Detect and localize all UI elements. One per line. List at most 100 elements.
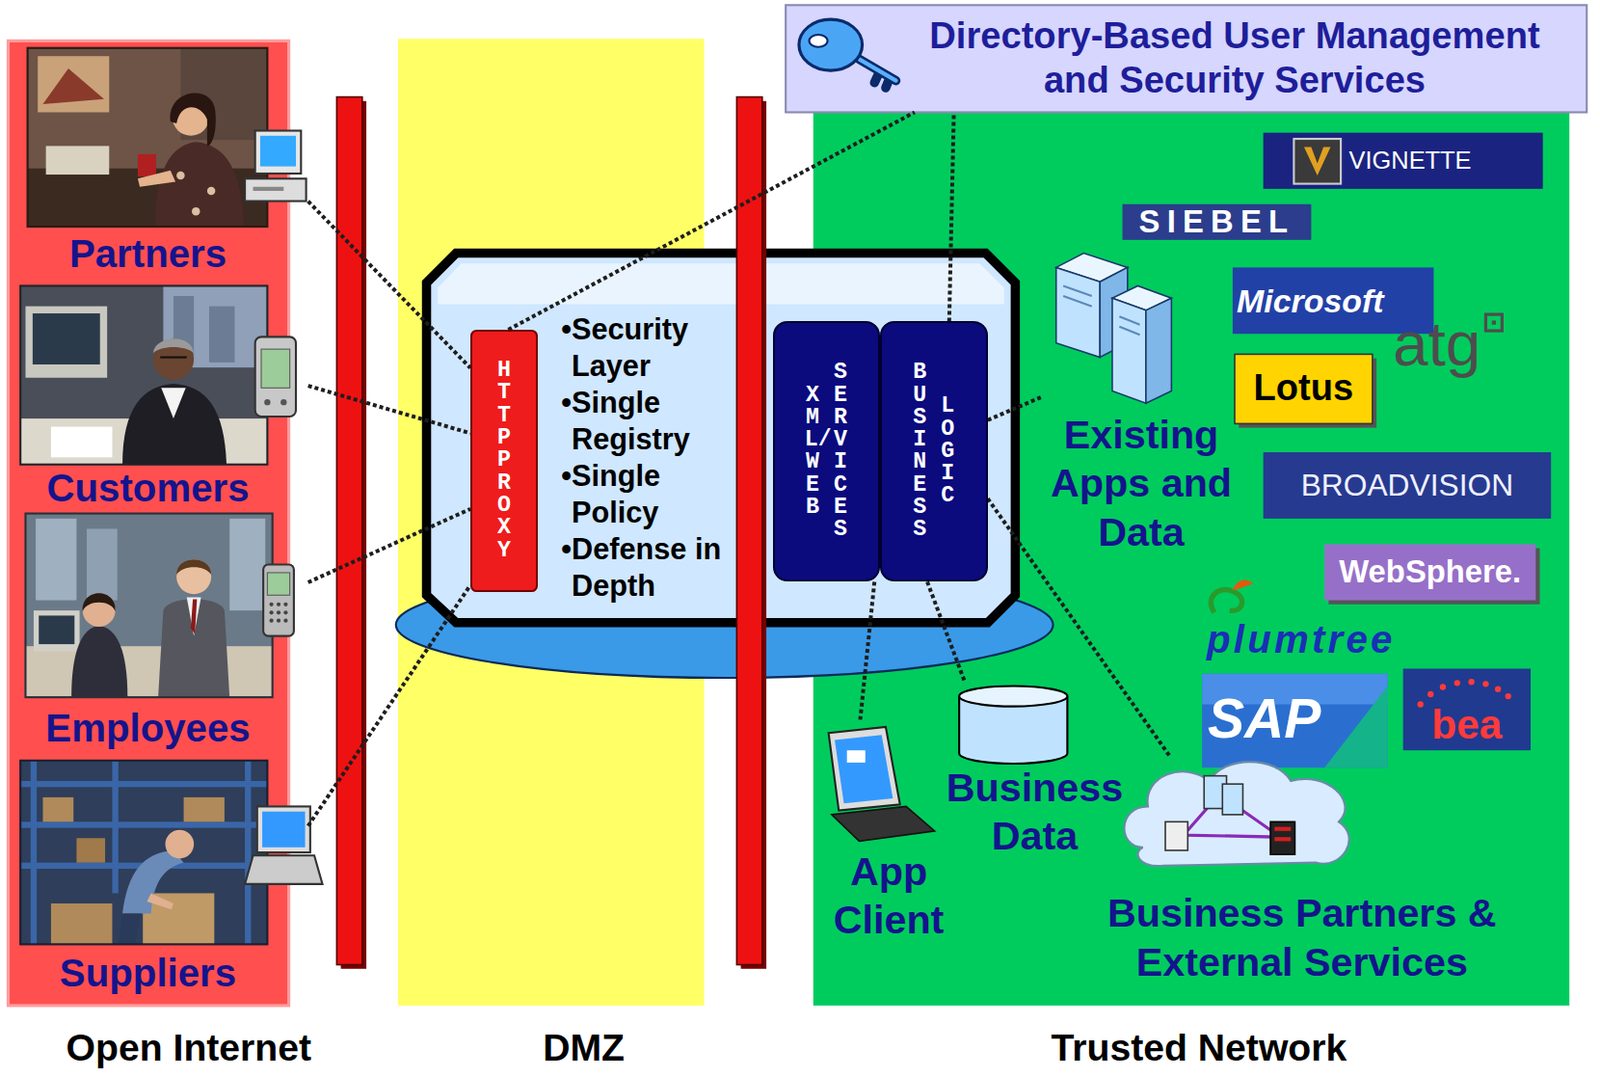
gateway-housing <box>437 263 1005 304</box>
customer-photo <box>153 338 194 353</box>
vendor-logo-background <box>1454 679 1461 686</box>
group-label: Suppliers <box>59 952 237 995</box>
partner-photo <box>37 55 109 112</box>
feature-bullet: •Security Layer <box>560 311 733 385</box>
server-icon <box>1146 297 1172 403</box>
server-icon <box>1056 266 1101 357</box>
mobile-phone-icon <box>283 610 288 614</box>
dotted-link <box>308 585 471 827</box>
mobile-phone-icon <box>268 602 273 607</box>
mobile-phone-icon <box>283 618 288 623</box>
desktop-computer-icon <box>253 186 285 191</box>
database-cylinder <box>959 685 1067 763</box>
customer-photo <box>32 313 101 365</box>
logo-slot: atg <box>1389 306 1484 383</box>
dotted-link <box>308 385 471 433</box>
supplier-photo <box>184 797 225 822</box>
supplier-photo <box>51 903 113 944</box>
supplier-photo <box>20 821 267 827</box>
logo-slot: VIGNETTE <box>1349 134 1540 188</box>
vendor-logo-background <box>1122 204 1312 240</box>
vendor-logo-background <box>1403 667 1531 750</box>
vendor-logo-background <box>1234 353 1373 424</box>
employee-photo <box>25 513 272 698</box>
laptop-icon <box>244 854 322 884</box>
mobile-phone-icon <box>283 602 288 607</box>
firewall-bar <box>336 97 362 965</box>
vendor-logo-background <box>1324 685 1388 768</box>
partner-photo <box>176 171 185 180</box>
key-icon <box>858 58 896 80</box>
key-icon <box>858 58 896 88</box>
employee-photo <box>190 598 197 634</box>
handheld-icon <box>264 399 270 405</box>
mobile-phone-icon <box>276 610 281 614</box>
supplier-photo <box>42 797 74 822</box>
supplier-photo <box>146 892 174 909</box>
laptop-icon <box>262 811 305 848</box>
partner-cloud <box>1270 821 1295 854</box>
partner-photo <box>137 154 157 177</box>
vendor-logo-background <box>1263 133 1544 189</box>
security-gateway: •Security Layer•Single Registry•Single P… <box>426 253 1016 623</box>
customer-photo <box>209 306 235 363</box>
mobile-phone-icon <box>276 602 281 607</box>
directory-panel <box>785 4 1587 112</box>
vendor-logo-background <box>1232 579 1254 590</box>
supplier-photo <box>20 780 267 787</box>
vendor-logo-text: atg <box>1392 309 1481 379</box>
vendor-logo-background <box>1467 678 1474 685</box>
desktop-computer-icon <box>244 178 307 201</box>
logic-column: BUSINESSLOGIC <box>880 320 988 582</box>
partner-cloud <box>1274 836 1291 841</box>
firewall-bar <box>736 97 762 965</box>
proxy-column: HTTP PROXY <box>470 329 538 592</box>
partner-cloud <box>1274 826 1291 831</box>
server-icon <box>1063 285 1140 335</box>
vendor-logo-text: WebSphere. <box>1338 554 1521 589</box>
client-laptop <box>828 726 935 842</box>
user-group: Suppliers <box>15 758 309 996</box>
vendor-logo-background <box>1293 138 1341 185</box>
feature-bullet: •Single Policy <box>560 457 733 532</box>
dotted-link <box>308 508 471 583</box>
logo-slot: bea <box>1403 701 1531 748</box>
vertical-label: HTTP PROXY <box>496 359 512 562</box>
employee-photo <box>229 518 266 611</box>
handheld-icon <box>255 336 296 417</box>
group-label: Partners <box>69 233 227 276</box>
supplier-photo <box>118 913 141 945</box>
supplier-photo <box>20 760 267 945</box>
vendor-logo-background <box>1494 685 1501 692</box>
supplier-photo <box>165 829 195 859</box>
employee-photo <box>25 645 272 697</box>
system-group: Existing Apps and Data <box>1040 249 1242 557</box>
logo-slot: WebSphere. <box>1324 543 1536 600</box>
partner-photo <box>27 48 268 227</box>
vendor-logo-text: bea <box>1431 702 1502 748</box>
logo-slot: Microsoft <box>1236 273 1392 330</box>
vendor-logo-background <box>1492 320 1496 324</box>
vendor-logo-background <box>1505 693 1512 699</box>
partner-photo <box>170 92 216 146</box>
employee-photo <box>86 528 118 600</box>
directory-service: Directory-Based User Management and Secu… <box>785 4 1587 112</box>
key-icon <box>799 19 863 71</box>
employee-photo <box>71 625 128 697</box>
directory-panel <box>785 4 1587 112</box>
partner-cloud <box>1123 761 1349 866</box>
employee-photo <box>38 614 75 644</box>
employee-photo <box>176 559 212 594</box>
client-laptop <box>831 805 935 841</box>
system-label: Business Partners & External Services <box>1097 888 1506 988</box>
vendor-logo-text: SIEBEL <box>1139 204 1296 240</box>
dotted-link <box>949 111 955 321</box>
dotted-link <box>859 581 875 720</box>
gateway-housing <box>426 253 1016 623</box>
key-icon <box>809 34 828 48</box>
partner-photo <box>46 145 110 175</box>
vertical-label: XML/WEB <box>804 384 821 520</box>
logo-slot: BROADVISION <box>1263 452 1552 519</box>
vendor-logo-background <box>1201 673 1388 768</box>
